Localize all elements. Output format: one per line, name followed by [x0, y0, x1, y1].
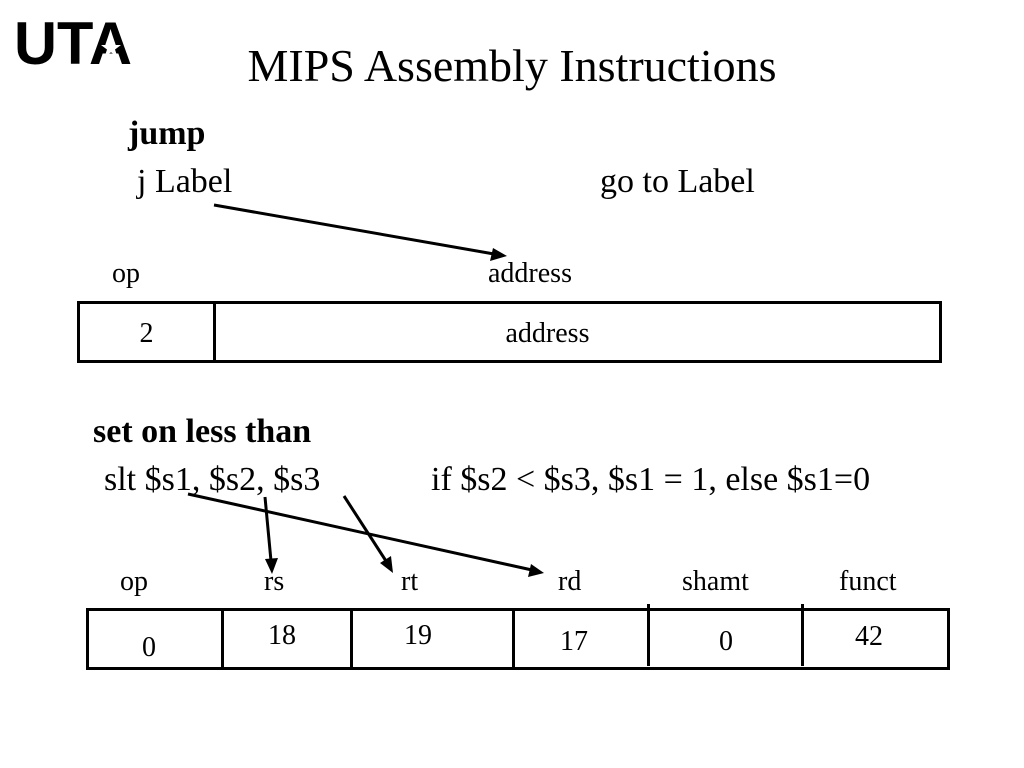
- slt-value-rt: 19: [404, 620, 432, 651]
- star-icon: [101, 38, 121, 57]
- label-to-address-arrow: [213, 203, 507, 261]
- uta-logo: UTA: [14, 14, 132, 68]
- slt-value-rd: 17: [560, 626, 588, 657]
- logo-text: UTA: [14, 14, 132, 68]
- jump-field-divider: [213, 301, 216, 363]
- page-title: MIPS Assembly Instructions: [247, 40, 777, 91]
- slt-instruction: slt $s1, $s2, $s3: [104, 461, 321, 498]
- slt-field-label-shamt: shamt: [682, 566, 749, 597]
- jump-value-address: address: [505, 318, 590, 349]
- jump-value-op: 2: [139, 318, 154, 349]
- s3-to-rt-arrow: [342, 495, 393, 573]
- jump-field-label-address: address: [488, 258, 572, 289]
- slt-heading: set on less than: [93, 413, 312, 450]
- slt-field-divider: [647, 604, 650, 666]
- slt-description: if $s2 < $s3, $s1 = 1, else $s1=0: [431, 461, 871, 498]
- slt-field-divider: [350, 608, 353, 670]
- jump-field-label-op: op: [112, 258, 140, 289]
- slt-field-label-funct: funct: [839, 566, 897, 597]
- jump-format-box: [77, 301, 942, 363]
- slt-value-rs: 18: [268, 620, 296, 651]
- s1-to-rd-arrow: [187, 492, 544, 577]
- s2-to-rs-arrow: [263, 496, 278, 574]
- slt-format-box: [86, 608, 950, 670]
- slt-field-label-op: op: [120, 566, 148, 597]
- slt-field-divider: [221, 608, 224, 670]
- jump-heading: jump: [128, 115, 206, 152]
- slt-field-label-rt: rt: [401, 566, 419, 597]
- jump-instruction: j Label: [137, 163, 233, 200]
- slt-value-shamt: 0: [719, 626, 733, 657]
- slt-field-divider: [801, 604, 804, 666]
- slt-value-funct: 42: [855, 621, 883, 652]
- slt-value-op: 0: [142, 632, 156, 663]
- jump-description: go to Label: [600, 163, 755, 200]
- slt-field-divider: [512, 608, 515, 670]
- slt-field-label-rs: rs: [264, 566, 285, 597]
- slt-field-label-rd: rd: [558, 566, 582, 597]
